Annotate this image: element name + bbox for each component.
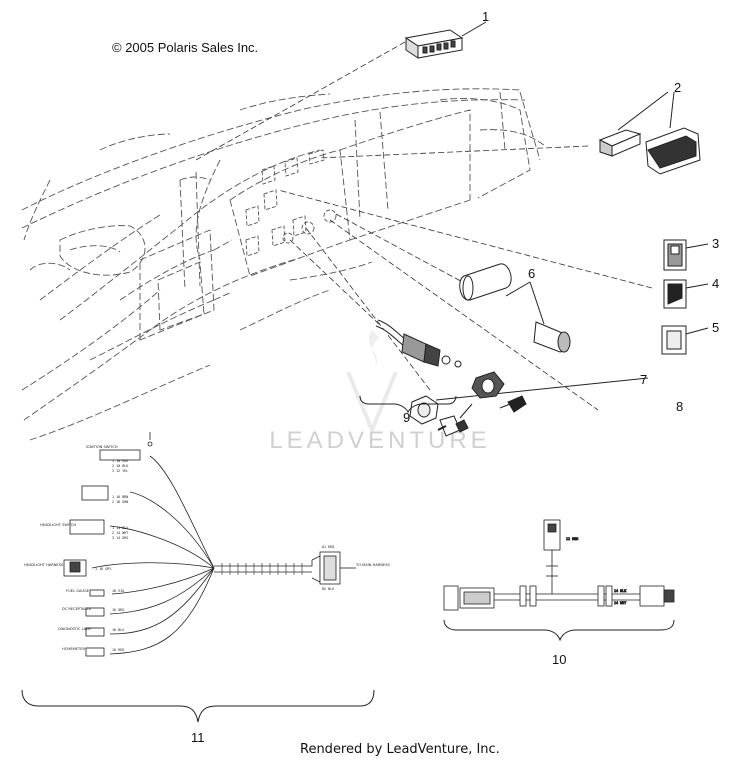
label-ignition-switch: IGNITION SWITCH xyxy=(86,445,118,449)
wiring-harness-10: 12 RED 14 BLK 14 WHT xyxy=(443,519,675,611)
svg-text:3 14 ORG: 3 14 ORG xyxy=(112,536,128,540)
wiring-harness-11 xyxy=(63,432,356,657)
svg-text:14 BLK: 14 BLK xyxy=(614,589,627,593)
svg-text:1 16 BRN: 1 16 BRN xyxy=(112,495,128,499)
svg-text:1 14 BLU: 1 14 BLU xyxy=(112,526,128,530)
label-diagnostic-lamp: DIAGNOSTIC LAMP xyxy=(58,627,92,631)
callout-9: 9 xyxy=(403,410,411,425)
part-3-rocker-switch xyxy=(663,239,709,271)
label-dc-receptacle: DC RECEPTACLE xyxy=(62,607,92,611)
watermark-logo xyxy=(346,330,398,436)
part-7-nut xyxy=(409,377,649,425)
svg-text:A1 RED: A1 RED xyxy=(322,545,334,549)
svg-text:16 BLU: 16 BLU xyxy=(112,628,124,632)
callout-6: 6 xyxy=(528,266,536,281)
label-headlight-harness: HEADLIGHT HARNESS xyxy=(24,563,64,567)
callout-8: 8 xyxy=(676,399,684,414)
callout-1: 1 xyxy=(482,9,490,24)
part-9-ignition-switch xyxy=(375,319,527,413)
part-1-switch-block xyxy=(404,21,487,59)
callout-5: 5 xyxy=(712,320,720,335)
svg-text:14 WHT: 14 WHT xyxy=(614,601,626,605)
label-hourmeter: HOURMETER xyxy=(62,647,85,651)
callout-10: 10 xyxy=(552,652,567,667)
label-to-main-harness: TO MAIN HARNESS xyxy=(355,563,391,567)
part-2-bezel xyxy=(598,91,701,175)
harness-component-labels: IGNITION SWITCH HEADLIGHT SWITCH HEADLIG… xyxy=(24,445,391,651)
callout-3: 3 xyxy=(712,236,720,251)
label-headlight-switch: HEADLIGHT SWITCH xyxy=(40,523,76,527)
brace-11 xyxy=(21,689,375,723)
svg-text:1 10 RED: 1 10 RED xyxy=(112,459,128,463)
part-6-dc-receptacle xyxy=(459,263,571,353)
svg-text:1 16 GRY: 1 16 GRY xyxy=(95,567,111,571)
leader-lines xyxy=(195,41,653,411)
part-4-rocker-switch xyxy=(663,279,709,309)
svg-text:16 ORG: 16 ORG xyxy=(112,608,124,612)
svg-text:3 12 YEL: 3 12 YEL xyxy=(112,469,128,473)
brace-9 xyxy=(359,395,457,414)
svg-text:16 RED: 16 RED xyxy=(112,648,124,652)
dash-switch-openings xyxy=(245,149,337,257)
dashboard-body xyxy=(21,88,546,441)
svg-text:12 RED: 12 RED xyxy=(566,537,578,541)
part-5-switch-plug xyxy=(661,325,709,355)
callout-2: 2 xyxy=(674,80,682,95)
svg-text:16 VIO: 16 VIO xyxy=(112,589,124,593)
footer-credit: Rendered by LeadVenture, Inc. xyxy=(300,742,500,757)
callout-11: 11 xyxy=(191,730,205,745)
svg-text:2 16 GRN: 2 16 GRN xyxy=(112,500,128,504)
svg-text:2 14 WHT: 2 14 WHT xyxy=(112,531,128,535)
svg-text:2 10 BLK: 2 10 BLK xyxy=(112,464,129,468)
brace-10 xyxy=(443,619,675,642)
harness-wire-labels: 1 10 RED 2 10 BLK 3 12 YEL 1 16 BRN 2 16… xyxy=(95,459,335,652)
callout-7: 7 xyxy=(640,372,648,387)
callout-4: 4 xyxy=(712,276,720,291)
copyright-text: © 2005 Polaris Sales Inc. xyxy=(112,40,259,55)
svg-text:B2 BLK: B2 BLK xyxy=(322,587,335,591)
label-fuel-gauge: FUEL GAUGE xyxy=(66,589,90,593)
part-8-bulb-holder xyxy=(437,403,473,437)
